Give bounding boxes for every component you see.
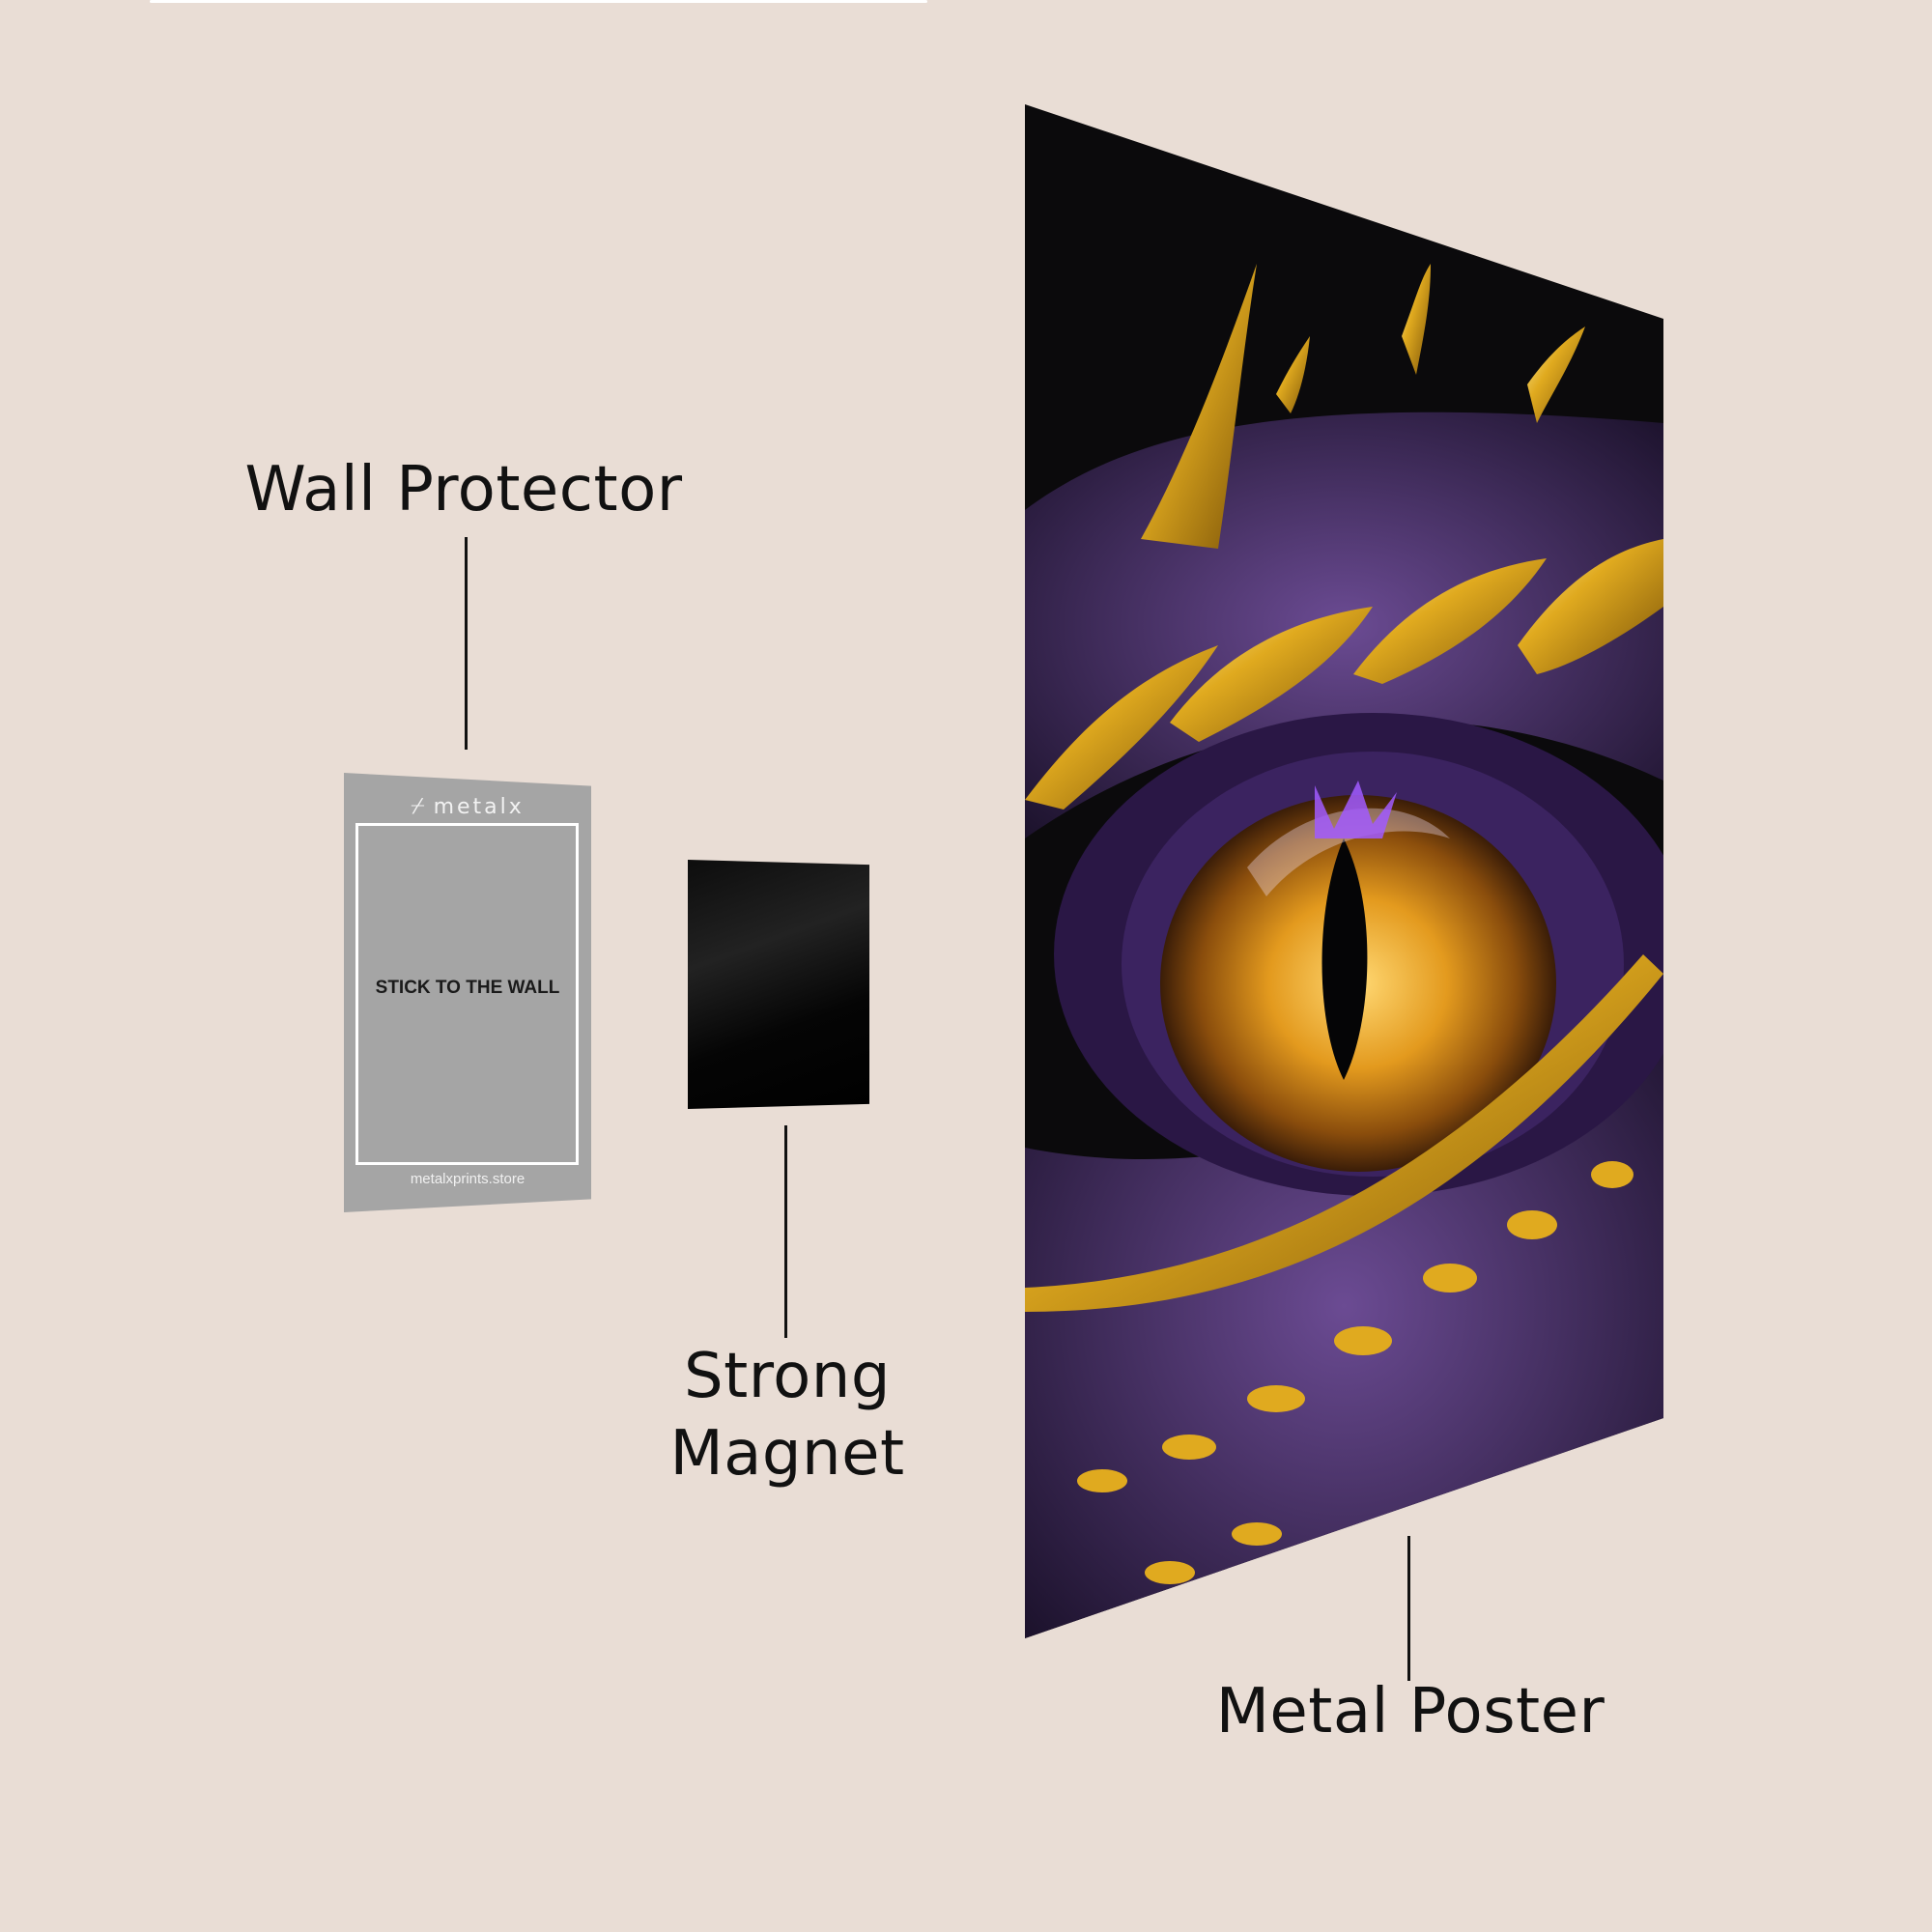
wall-protector-url: metalxprints.store	[410, 1171, 526, 1187]
strong-magnet-plate	[688, 860, 869, 1109]
metalx-logo-icon: ⌿	[411, 792, 428, 819]
wall-protector-label: Wall Protector	[244, 454, 683, 526]
wall-protector-instruction: STICK TO THE WALL	[375, 978, 560, 998]
metal-poster	[1025, 104, 1663, 1638]
top-strip	[150, 0, 927, 3]
metal-poster-leader-line	[1407, 1536, 1410, 1681]
metal-poster-label: Metal Poster	[1215, 1676, 1605, 1747]
wall-protector-frame	[355, 823, 579, 1165]
strong-magnet-label: Strong Magnet	[669, 1341, 905, 1490]
strong-magnet-leader-line	[784, 1125, 787, 1338]
metal-poster-artwork	[1025, 104, 1663, 1638]
wall-protector-brand: ⌿metalx	[344, 792, 591, 819]
wall-protector-leader-line	[465, 537, 468, 750]
wall-protector-card: ⌿metalx STICK TO THE WALL metalxprints.s…	[344, 773, 591, 1212]
wall-protector-brand-text: metalx	[433, 795, 525, 819]
